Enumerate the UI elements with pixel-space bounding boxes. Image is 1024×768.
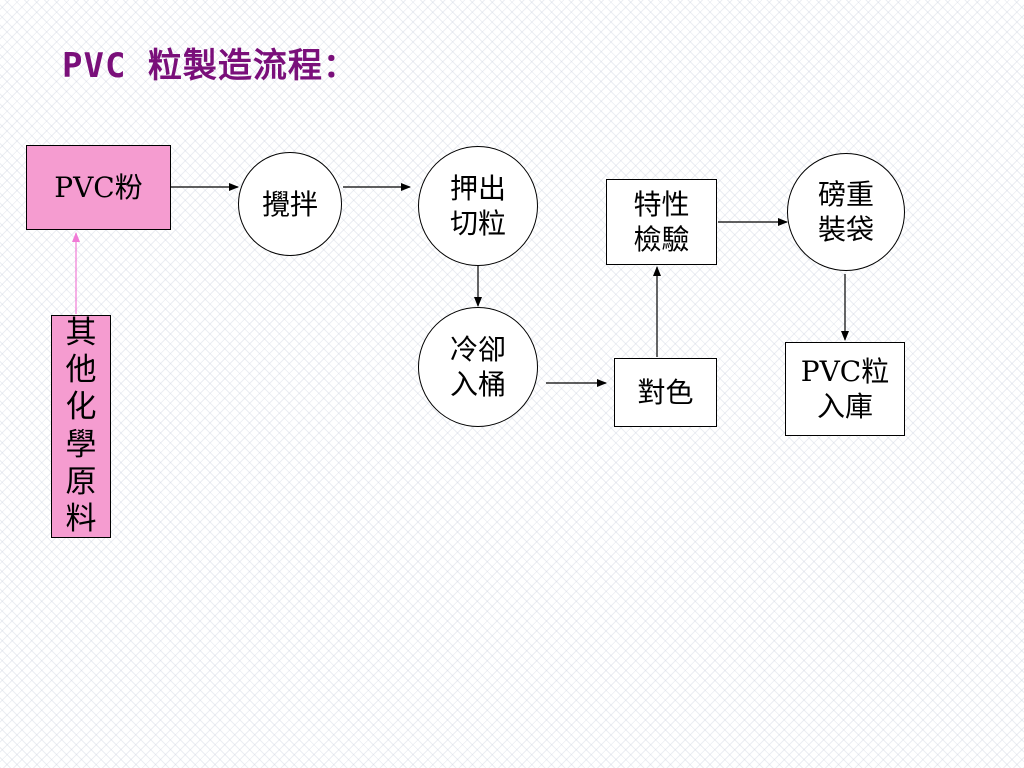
node-pvc-storage: PVC粒 入庫 [785, 342, 905, 436]
node-extrude-cut: 押出 切粒 [418, 146, 538, 266]
node-pvc-storage-label: PVC粒 入庫 [800, 355, 890, 423]
node-mixing-label: 攪拌 [261, 187, 318, 221]
node-weigh-bag-label: 磅重 裝袋 [817, 178, 874, 246]
node-color-match-label: 對色 [637, 376, 694, 409]
node-weigh-bag: 磅重 裝袋 [787, 153, 905, 271]
node-color-match: 對色 [614, 358, 717, 427]
node-cool-bucket: 冷卻 入桶 [418, 307, 538, 427]
node-other-chemicals: 其 他 化 學 原 料 [51, 315, 111, 538]
node-other-chemicals-label: 其 他 化 學 原 料 [65, 314, 97, 537]
node-mixing: 攪拌 [238, 152, 342, 256]
node-pvc-powder: PVC粉 [26, 145, 171, 230]
node-cool-bucket-label: 冷卻 入桶 [449, 333, 506, 401]
node-property-test: 特性 檢驗 [606, 179, 717, 265]
node-property-test-label: 特性 檢驗 [633, 188, 690, 256]
node-extrude-cut-label: 押出 切粒 [449, 172, 506, 240]
node-pvc-powder-label: PVC粉 [54, 171, 143, 204]
page-title: PVC 粒製造流程： [62, 46, 358, 86]
